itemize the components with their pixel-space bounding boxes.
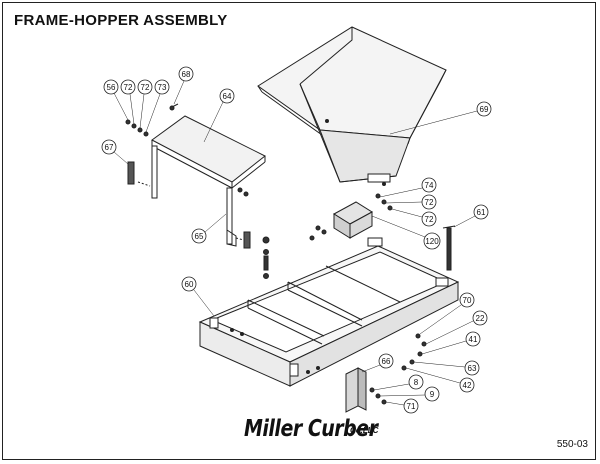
svg-text:72: 72 xyxy=(141,83,150,92)
callout-group: 56 72 72 73 68 64 67 xyxy=(101,66,492,414)
svg-text:70: 70 xyxy=(463,296,472,305)
svg-text:64: 64 xyxy=(223,92,232,101)
callout-65: 65 xyxy=(191,213,227,244)
callout-70: 70 xyxy=(419,292,475,335)
svg-text:60: 60 xyxy=(185,280,194,289)
svg-text:22: 22 xyxy=(476,314,485,323)
callout-56: 56 xyxy=(103,79,129,121)
svg-text:65: 65 xyxy=(195,232,204,241)
callout-61: 61 xyxy=(453,204,489,228)
svg-text:74: 74 xyxy=(425,181,434,190)
callout-66: 66 xyxy=(361,353,394,373)
svg-text:9: 9 xyxy=(430,390,435,399)
svg-text:41: 41 xyxy=(469,335,478,344)
callout-42: 42 xyxy=(405,367,475,393)
fastener-cluster-right xyxy=(369,333,427,405)
svg-text:69: 69 xyxy=(480,105,489,114)
callout-41: 41 xyxy=(421,331,481,355)
svg-text:73: 73 xyxy=(158,83,167,92)
callout-67: 67 xyxy=(101,139,129,165)
bracket-65 xyxy=(235,231,251,249)
callout-68: 68 xyxy=(173,66,194,105)
logo-suffix: Co.LLC xyxy=(350,426,379,435)
callout-22: 22 xyxy=(425,310,488,345)
top-plate-part xyxy=(151,115,266,247)
callout-60: 60 xyxy=(181,276,215,317)
svg-text:42: 42 xyxy=(463,381,472,390)
document-number: 550-03 xyxy=(556,439,588,450)
clamp-block-part xyxy=(309,193,393,241)
svg-text:71: 71 xyxy=(407,402,416,411)
main-frame-part xyxy=(198,237,460,387)
callout-74: 74 xyxy=(379,177,437,198)
fastener-cluster-top-left xyxy=(125,103,249,197)
svg-text:63: 63 xyxy=(468,364,477,373)
drawing-title: FRAME-HOPPER ASSEMBLY xyxy=(14,12,228,29)
svg-text:67: 67 xyxy=(105,143,114,152)
callout-71: 71 xyxy=(385,398,419,414)
side-bracket-66 xyxy=(345,367,367,413)
callout-72-c: 72 xyxy=(385,194,437,210)
svg-text:120: 120 xyxy=(425,237,439,246)
callout-72-d: 72 xyxy=(391,208,437,227)
callout-72-a: 72 xyxy=(120,79,136,125)
callout-8: 8 xyxy=(373,374,424,391)
svg-text:8: 8 xyxy=(414,378,419,387)
svg-text:72: 72 xyxy=(425,198,434,207)
svg-text:61: 61 xyxy=(477,208,486,217)
callout-120: 120 xyxy=(371,215,441,250)
callout-9: 9 xyxy=(379,386,440,402)
callout-69: 69 xyxy=(389,101,492,135)
logo-wordmark: Miller Curber xyxy=(244,415,378,443)
callout-63: 63 xyxy=(413,360,480,376)
svg-text:56: 56 xyxy=(107,83,116,92)
pin-part-61 xyxy=(442,225,456,271)
hopper-part xyxy=(257,26,447,186)
svg-text:72: 72 xyxy=(124,83,133,92)
company-logo: Miller Curber Co.LLC xyxy=(238,416,378,446)
svg-text:66: 66 xyxy=(382,357,391,366)
svg-text:72: 72 xyxy=(425,215,434,224)
callout-73: 73 xyxy=(145,79,170,133)
callout-72-b: 72 xyxy=(137,79,153,129)
bracket-67 xyxy=(127,161,151,187)
fastener-column-center xyxy=(262,236,270,279)
callout-64: 64 xyxy=(203,88,235,143)
svg-text:68: 68 xyxy=(182,70,191,79)
